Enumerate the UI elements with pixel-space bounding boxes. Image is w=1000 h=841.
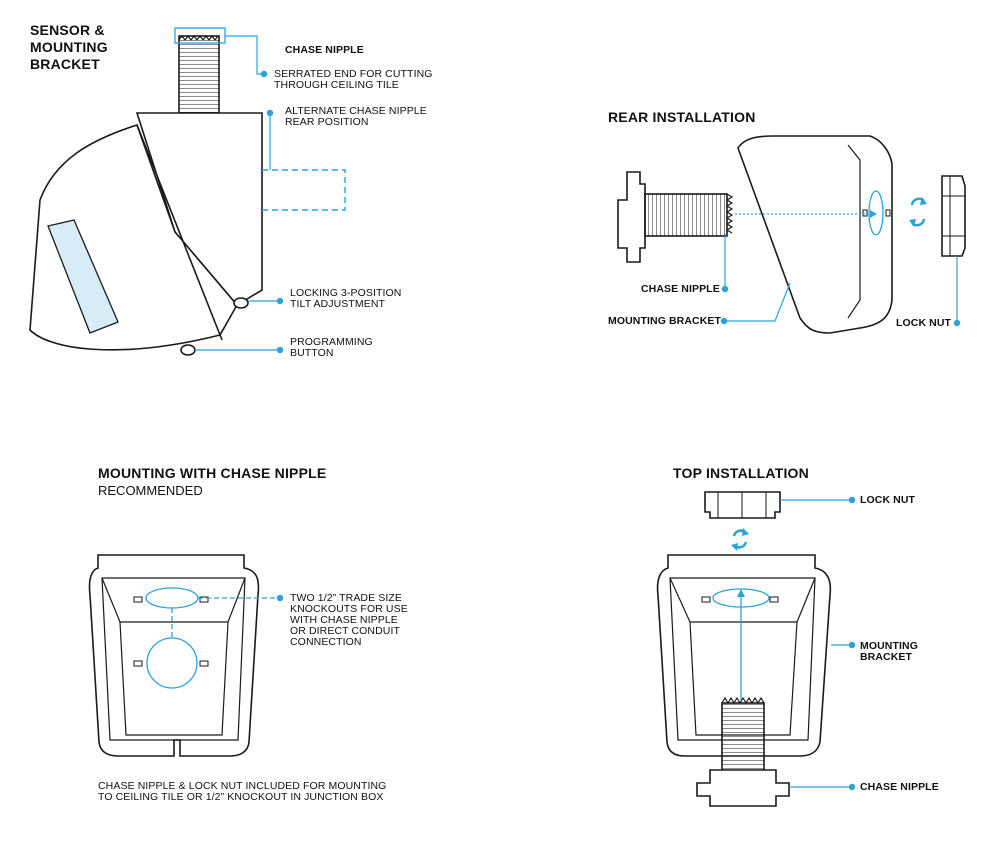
sensor-leaders (195, 35, 280, 351)
mounting-knockouts (145, 587, 280, 689)
rear-label-mounting-bracket: MOUNTING BRACKET (608, 315, 722, 327)
alternate-nipple-outline (262, 169, 346, 211)
top-label-chase-nipple: CHASE NIPPLE (860, 781, 939, 793)
sensor-lens (47, 219, 119, 334)
sensor-bracket-drawing (29, 35, 263, 356)
top-leader-dots (848, 496, 856, 791)
label-alternate-position: ALTERNATE CHASE NIPPLE REAR POSITION (285, 105, 427, 129)
label-locking-tilt: LOCKING 3-POSITION TILT ADJUSTMENT (290, 287, 402, 311)
rear-rotate-icon (909, 197, 927, 227)
rear-label-lock-nut: LOCK NUT (896, 317, 952, 329)
rear-knockout (735, 190, 884, 236)
sensor-chase-nipple (178, 35, 220, 114)
top-chase-nipple-flange (696, 769, 790, 807)
rear-chase-nipple-thread (644, 193, 728, 237)
top-panel-title: TOP INSTALLATION (673, 465, 809, 481)
top-knockout (712, 588, 770, 700)
rear-label-chase-nipple: CHASE NIPPLE (641, 283, 720, 295)
top-mounting-bracket (656, 554, 832, 757)
tilt-knob (233, 297, 249, 309)
label-chase-nipple: CHASE NIPPLE (285, 44, 364, 56)
rear-mounting-bracket (737, 135, 893, 334)
top-install-drawing (656, 491, 832, 807)
knockouts-leader-dot (276, 594, 284, 602)
label-knockouts: TWO 1/2” TRADE SIZE KNOCKOUTS FOR USE WI… (290, 592, 408, 649)
label-serrated-end: SERRATED END FOR CUTTING THROUGH CEILING… (274, 68, 433, 92)
knockout-center (146, 637, 198, 689)
rear-panel-title: REAR INSTALLATION (608, 109, 756, 125)
rear-leaders (724, 234, 958, 323)
top-label-lock-nut: LOCK NUT (860, 494, 916, 506)
programming-button-part (180, 344, 196, 356)
mounting-bracket-drawing (88, 554, 260, 757)
top-leaders (780, 499, 852, 788)
label-programming-button: PROGRAMMING BUTTON (290, 336, 373, 360)
rear-chase-nipple-flange (617, 171, 646, 263)
mounting-panel-title: MOUNTING WITH CHASE NIPPLE (98, 465, 327, 481)
top-rotate-icon (731, 528, 749, 551)
mounting-footnote: CHASE NIPPLE & LOCK NUT INCLUDED FOR MOU… (98, 780, 387, 804)
rear-leader-dots (720, 285, 961, 327)
sensor-panel-title: SENSOR & MOUNTING BRACKET (30, 22, 108, 72)
rear-lock-nut (941, 175, 966, 257)
mounting-panel-subtitle: RECOMMENDED (98, 483, 203, 498)
top-label-mounting-bracket: MOUNTING BRACKET (860, 640, 918, 663)
bracket-outline (88, 554, 260, 757)
rear-install-drawing (617, 135, 966, 334)
sensor-leader-dots (260, 70, 284, 354)
